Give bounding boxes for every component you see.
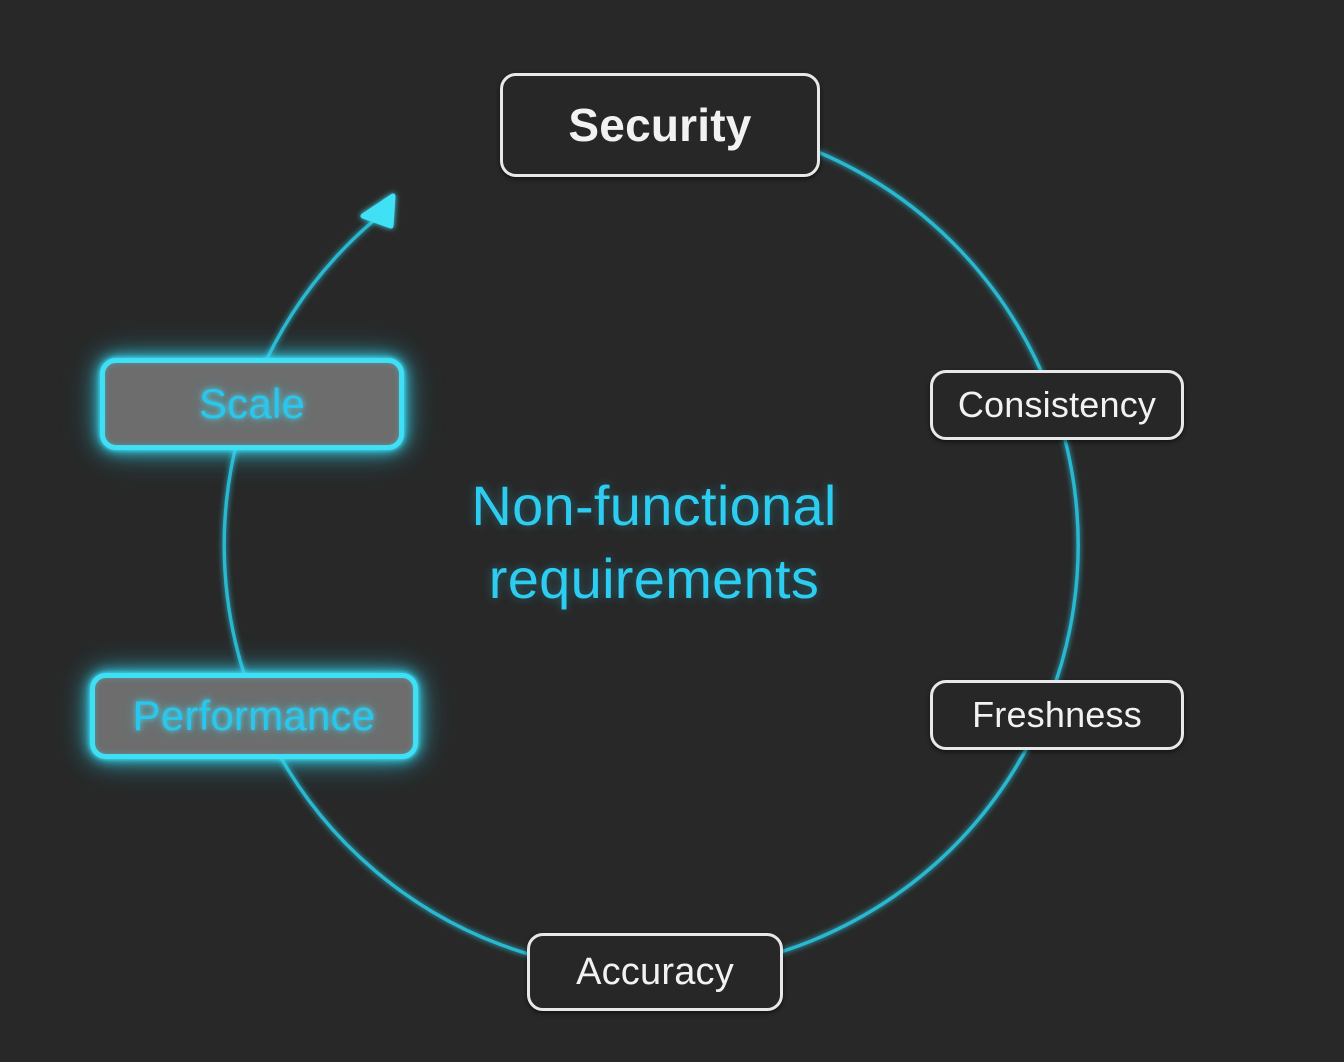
diagram-title-line-1: Non-functional	[471, 474, 837, 537]
node-scale[interactable]: Scale	[100, 358, 404, 450]
diagram-title-line-2: requirements	[488, 546, 820, 610]
node-performance[interactable]: Performance	[90, 673, 418, 759]
node-scale-label: Scale	[198, 380, 306, 427]
node-performance-label: Performance	[132, 692, 376, 739]
node-accuracy-label: Accuracy	[576, 950, 734, 993]
node-consistency[interactable]: Consistency	[930, 370, 1184, 440]
diagram-title: Non-functional requirements	[386, 470, 922, 616]
flow-arrowhead-icon	[360, 193, 396, 229]
node-security[interactable]: Security	[500, 73, 820, 177]
node-freshness-label: Freshness	[972, 694, 1142, 735]
node-freshness[interactable]: Freshness	[930, 680, 1184, 750]
node-consistency-label: Consistency	[957, 384, 1157, 425]
node-accuracy[interactable]: Accuracy	[527, 933, 783, 1011]
node-security-label: Security	[568, 99, 752, 151]
